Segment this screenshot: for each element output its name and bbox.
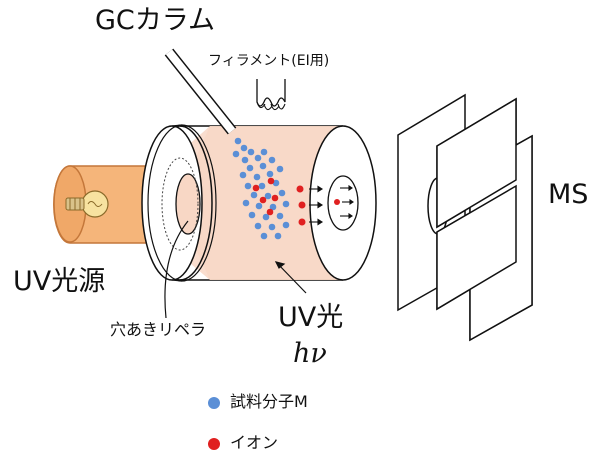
molecule-dot [269,203,277,211]
molecule-dot [282,200,290,208]
ion-dot [334,199,340,205]
leader-lines [164,220,307,319]
ion-legend-dot [208,437,220,450]
molecule-dot [232,150,240,158]
ms-label: MS [548,179,589,210]
molecule-dot [268,223,276,231]
molecule-dot [260,232,268,240]
ion-cloud [252,177,340,226]
ion-dot [252,184,260,192]
molecule-dot [248,211,256,219]
ion-dot [298,218,306,226]
molecule-dot [276,212,284,220]
gc-column [164,48,237,135]
hv-label: hν [293,338,327,369]
molecule-dot [260,148,268,156]
molecule-dot [274,232,282,240]
filament-label: フィラメント(EI用) [208,53,330,69]
filament-coil-icon [256,79,286,111]
molecule-legend-label: 試料分子M [230,392,308,411]
molecule-dot [250,191,258,199]
molecule-dot [276,165,284,173]
molecule-dot [268,156,276,164]
molecule-dot [247,148,255,156]
repeller-label: 穴あきリペラ [110,320,207,339]
molecule-dot [278,189,286,197]
molecule-dot [242,199,250,207]
molecule-dot [262,213,270,221]
molecule-dot [234,137,242,145]
legend-ion: イオン [208,435,278,451]
molecule-dot [264,192,272,200]
perforated-repeller [141,124,217,282]
molecule-dot [282,221,290,229]
molecule-dot [246,164,254,172]
light-bulb-icon [65,190,109,218]
molecule-legend-dot [208,396,220,409]
arrow-icon [309,184,354,226]
ms-analyzer [397,93,533,342]
molecule-dot [258,182,266,190]
ion-dot [267,177,275,185]
gc-column-label: GCカラム [95,5,215,36]
ion-legend-label: イオン [230,433,279,452]
uv-light-label: UV光 [278,302,344,333]
ion-dot [259,196,267,204]
molecule-dot [272,179,280,187]
molecule-dot [254,154,262,162]
molecule-dot [240,144,248,152]
ion-dot [298,201,306,209]
molecule-dot [266,170,274,178]
molecule-dot [254,222,262,230]
molecule-dot [241,156,249,164]
ion-dot [271,194,279,202]
uv-source-label: UV光源 [13,266,106,297]
legend-molecule: 試料分子M [208,394,308,410]
molecule-dot [253,173,261,181]
ion-dot [266,208,274,216]
molecule-cloud [232,137,290,240]
molecule-dot [255,202,263,210]
molecule-dot [244,182,252,190]
ion-dot [296,185,304,193]
molecule-dot [259,162,267,170]
molecule-dot [239,171,247,179]
